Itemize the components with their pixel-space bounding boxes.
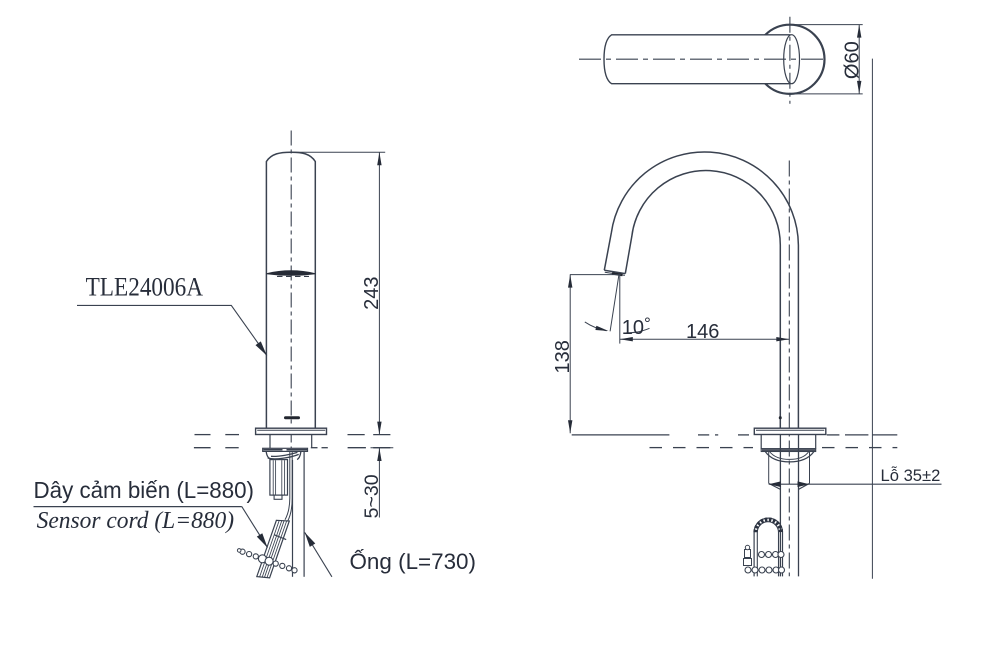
svg-text:138: 138 [552,340,574,373]
svg-text:TLE24006A: TLE24006A [86,271,204,301]
svg-text:243: 243 [361,277,383,310]
svg-text:Ø60: Ø60 [842,41,864,79]
svg-text:Dây cảm biến (L=880): Dây cảm biến (L=880) [34,477,255,503]
svg-text:Sensor cord (L=880): Sensor cord (L=880) [37,508,235,534]
svg-text:5~30: 5~30 [361,474,383,518]
svg-text:Lỗ 35±2: Lỗ 35±2 [881,466,941,485]
svg-text:146: 146 [686,321,719,343]
svg-text:Ống (L=730): Ống (L=730) [350,548,477,574]
